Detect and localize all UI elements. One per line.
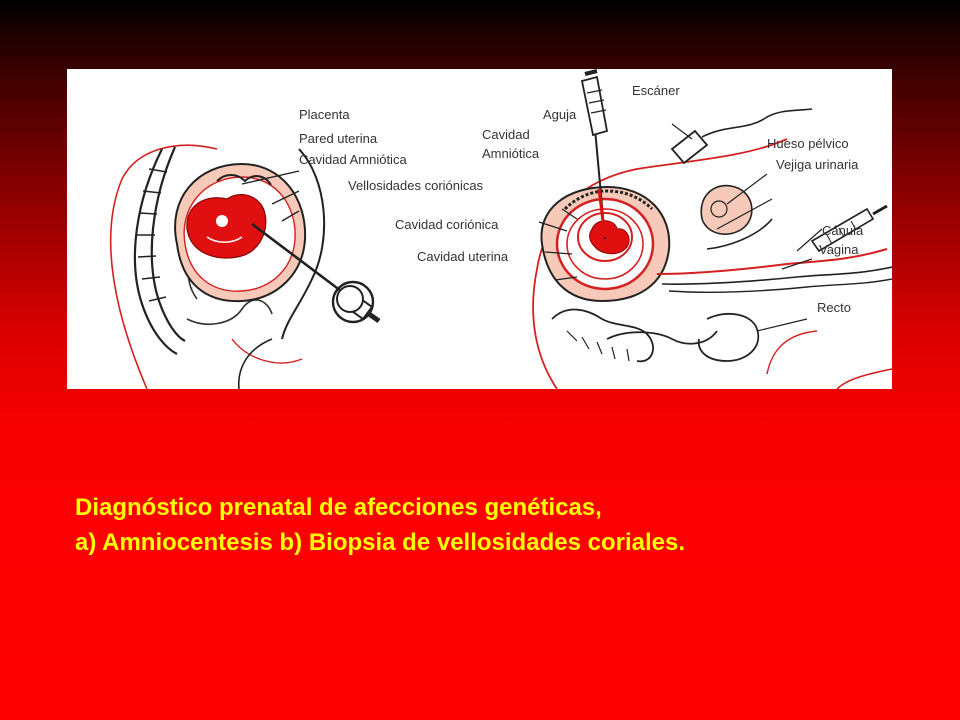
caption-line-2: a) Amniocentesis b) Biopsia de vellosida… [75, 525, 935, 560]
diagram-panel: Placenta Pared uterina Cavidad Amniótica… [67, 69, 892, 389]
caption: Diagnóstico prenatal de afecciones genét… [75, 490, 935, 560]
caption-line-1: Diagnóstico prenatal de afecciones genét… [75, 490, 935, 525]
label-vellosidades-corionicas: Vellosidades coriónicas [348, 178, 483, 193]
label-pared-uterina: Pared uterina [299, 131, 377, 146]
label-cavidad-amniotica-right-line1: Cavidad [482, 127, 530, 142]
label-vejiga-urinaria: Vejiga urinaria [776, 157, 858, 172]
label-escaner: Escáner [632, 83, 680, 98]
label-cavidad-uterina: Cavidad uterina [417, 249, 508, 264]
amniocentesis-illustration [111, 145, 379, 389]
label-cavidad-amniotica-left: Cavidad Amniótica [299, 152, 407, 167]
label-cavidad-amniotica-right-line2: Amniótica [482, 146, 539, 161]
label-recto: Recto [817, 300, 851, 315]
label-placenta: Placenta [299, 107, 350, 122]
label-vagina: Vagina [819, 242, 859, 257]
label-cavidad-corionica: Cavidad coriónica [395, 217, 498, 232]
label-canula: Cánula [822, 223, 863, 238]
label-aguja: Aguja [543, 107, 576, 122]
label-hueso-pelvico: Hueso pélvico [767, 136, 849, 151]
